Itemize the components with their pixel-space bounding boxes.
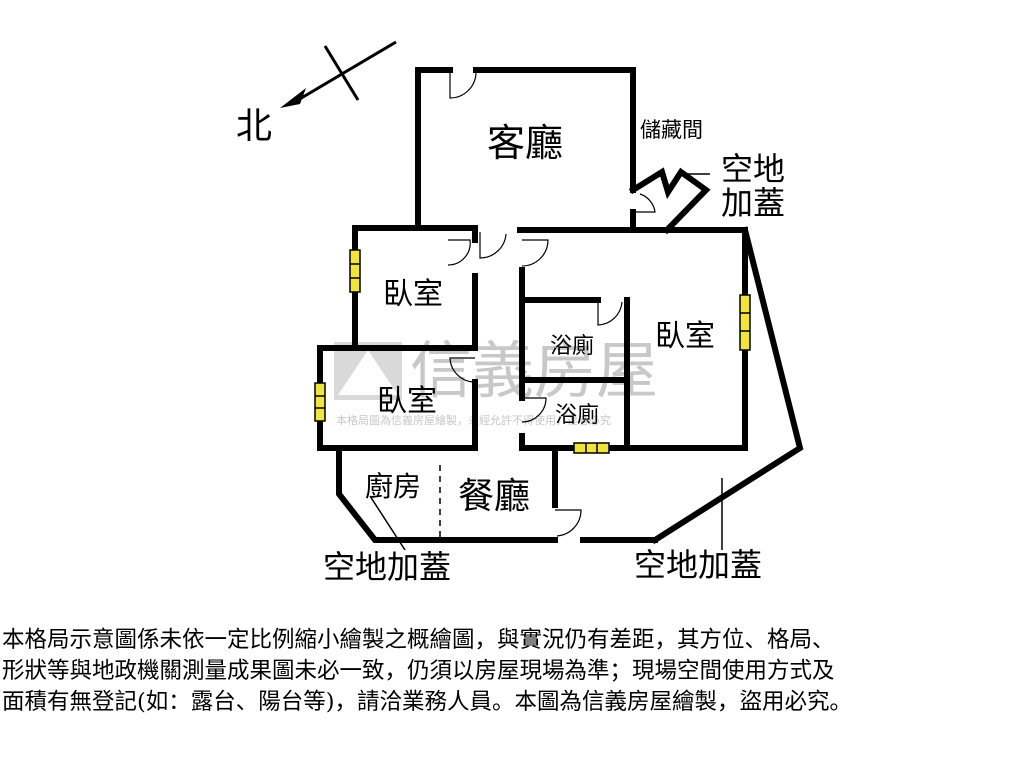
- arrowhead-icon: [280, 88, 306, 108]
- room-bedroom-right: 臥室: [655, 319, 715, 354]
- watermark-brand: 信義房屋: [410, 334, 658, 407]
- room-bedroom-top: 臥室: [383, 277, 443, 312]
- disclaimer-line-1: 本格局示意圖係未依一定比例縮小繪製之概繪圖，與實況仍有差距，其方位、格局、: [2, 627, 835, 653]
- door-storage-icon: [633, 193, 656, 213]
- window-bedroom-right-icon: [739, 294, 751, 351]
- room-dining: 餐廳: [458, 476, 530, 517]
- window-bedroom-top-icon: [349, 249, 361, 293]
- open-space-notes: 空地 加蓋 空地加蓋 空地加蓋: [323, 150, 785, 586]
- north-label: 北: [236, 106, 272, 147]
- disclaimer: 本格局示意圖係未依一定比例縮小繪製之概繪圖，與實況仍有差距，其方位、格局、 形狀…: [2, 625, 1022, 718]
- window-bath-bottom-icon: [573, 442, 610, 454]
- note-open-space-top-line1: 空地: [721, 150, 785, 188]
- note-open-space-top-line2: 加蓋: [721, 184, 785, 222]
- room-bath-top: 浴廁: [550, 334, 594, 359]
- door-entrance-icon: [449, 70, 477, 99]
- room-living: 客廳: [487, 121, 563, 165]
- room-bedroom-left: 臥室: [377, 384, 437, 419]
- north-arrow-icon: [297, 40, 397, 102]
- watermark-logo-icon: [334, 342, 402, 400]
- window-bedroom-left-icon: [314, 382, 326, 422]
- door-dining-icon: [555, 509, 582, 537]
- walls: [317, 67, 804, 545]
- pointer-left: [369, 495, 406, 551]
- note-open-space-bottom-left: 空地加蓋: [323, 548, 451, 586]
- door-bath-bottom-icon: [521, 397, 547, 423]
- door-bedroom-left-icon: [449, 357, 476, 383]
- door-corridor-icon: [479, 232, 507, 259]
- compass: 北: [236, 40, 397, 147]
- room-kitchen: 廚房: [365, 470, 421, 503]
- doors: [447, 70, 656, 537]
- room-bath-bottom: 浴廁: [555, 403, 599, 428]
- door-bedroom-right-icon: [521, 239, 549, 267]
- disclaimer-line-3: 面積有無登記(如：露台、陽台等)，請洽業務人員。本圖為信義房屋繪製，盜用必究。: [2, 689, 853, 715]
- door-bedroom-top-icon: [447, 239, 471, 266]
- room-labels: 客廳 儲藏間 臥室 臥室 臥室 浴廁 浴廁 廚房 餐廳: [365, 118, 715, 517]
- door-bath-top-icon: [597, 300, 623, 326]
- disclaimer-line-2: 形狀等與地政機關測量成果圖未必一致，仍須以房屋現場為準；現場空間使用方式及: [2, 658, 835, 684]
- room-storage: 儲藏間: [640, 118, 703, 142]
- note-open-space-bottom-right: 空地加蓋: [634, 546, 762, 584]
- windows: [314, 249, 751, 454]
